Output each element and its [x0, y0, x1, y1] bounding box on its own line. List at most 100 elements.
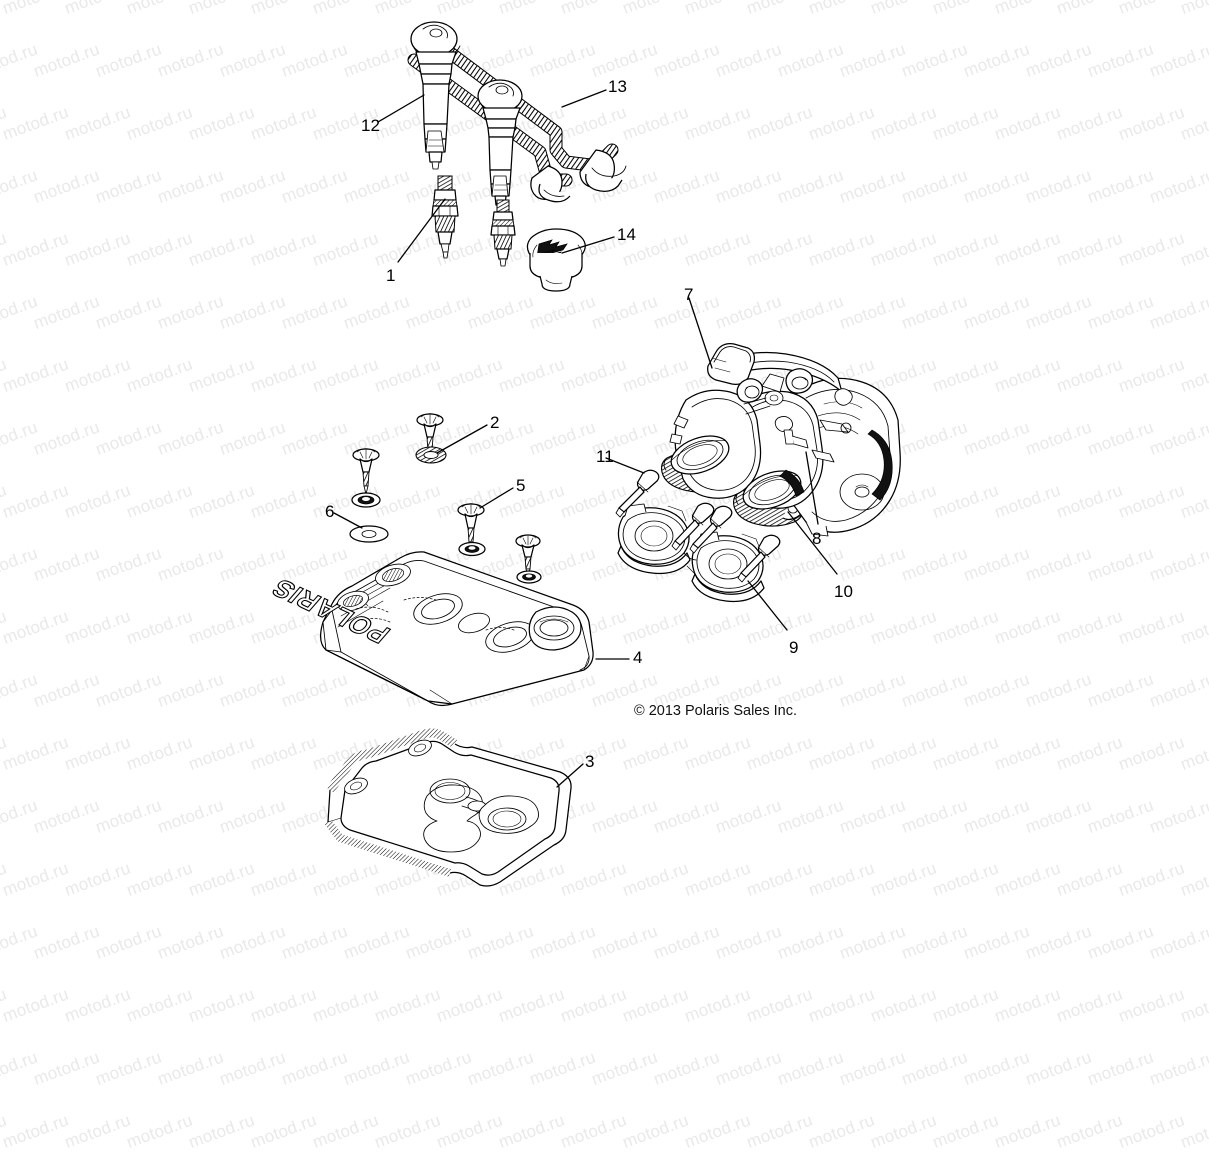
oil-filler-cap	[526, 228, 586, 292]
watermark-text: motod.ru	[1085, 1047, 1157, 1089]
watermark-text: motod.ru	[620, 1110, 692, 1152]
callout-screw-washer-seal: 2	[490, 413, 500, 432]
diagram-artwork: POLARIS	[264, 21, 901, 887]
watermark-text: motod.ru	[651, 921, 723, 963]
watermark-text: motod.ru	[961, 921, 1033, 963]
callout-valve-cover-gasket: 3	[585, 752, 595, 771]
ignition-coil-wire-group	[407, 21, 627, 212]
watermark-text: motod.ru	[1147, 921, 1209, 963]
callout-cover-bolt: 5	[516, 476, 526, 495]
intake-bolt-1	[615, 469, 660, 518]
copyright-notice: © 2013 Polaris Sales Inc.	[634, 703, 798, 719]
watermark-text: motod.ru	[341, 1047, 413, 1089]
watermark-text: motod.ru	[93, 1047, 165, 1089]
leader-line-2	[436, 424, 488, 454]
intake-bolt-2	[671, 502, 715, 551]
watermark-text: motod.ru	[992, 984, 1064, 1026]
watermark-text: motod.ru	[806, 984, 878, 1026]
watermark-text: motod.ru	[62, 984, 134, 1026]
watermark-text: motod.ru	[62, 1110, 134, 1152]
callout-intake-clamp: 10	[834, 582, 853, 601]
watermark-text: motod.ru	[217, 921, 289, 963]
intake-bolt-3	[689, 505, 733, 554]
watermark-text: motod.ru	[1178, 984, 1209, 1026]
watermark-text: motod.ru	[930, 984, 1002, 1026]
watermark-text: motod.ru	[1023, 921, 1095, 963]
callout-spark-plug: 1	[386, 266, 396, 285]
watermark-text: motod.ru	[930, 1110, 1002, 1152]
callout-intake-bolt: 11	[596, 447, 614, 466]
leader-line-14	[561, 236, 615, 254]
watermark-text: motod.ru	[403, 1047, 475, 1089]
watermark-text: motod.ru	[0, 1110, 10, 1152]
injector-right	[785, 368, 814, 394]
leader-line-3	[556, 763, 584, 788]
watermark-text: motod.ru	[1147, 1047, 1209, 1089]
watermark-text: motod.ru	[682, 984, 754, 1026]
callout-throttle-body-assembly: 7	[684, 285, 694, 304]
leader-line-6	[333, 512, 363, 529]
watermark-text: motod.ru	[775, 921, 847, 963]
intake-bolt-4	[737, 534, 781, 583]
watermark-text: motod.ru	[992, 1110, 1064, 1152]
watermark-text: motod.ru	[186, 1110, 258, 1152]
watermark-text: motod.ru	[31, 921, 103, 963]
watermark-text: motod.ru	[372, 984, 444, 1026]
watermark-text: motod.ru	[310, 1110, 382, 1152]
watermark-text: motod.ru	[279, 921, 351, 963]
cover-screw-a	[352, 448, 380, 495]
watermark-text: motod.ru	[806, 1110, 878, 1152]
watermark-text: motod.ru	[1054, 1110, 1126, 1152]
watermark-text: motod.ru	[31, 1047, 103, 1089]
watermark-text: motod.ru	[310, 984, 382, 1026]
watermark-text: motod.ru	[403, 921, 475, 963]
callout-oil-filler-cap: 14	[617, 225, 636, 244]
watermark-text: motod.ru	[744, 1110, 816, 1152]
watermark-text: motod.ru	[186, 984, 258, 1026]
watermark-text: motod.ru	[1054, 984, 1126, 1026]
leader-line-11	[605, 457, 645, 474]
watermark-text: motod.ru	[1178, 1110, 1209, 1152]
watermark-text: motod.ru	[465, 1047, 537, 1089]
ignition-coil-right	[477, 79, 526, 212]
cover-seal-washer-a	[351, 492, 381, 508]
watermark-text: motod.ru	[713, 1047, 785, 1089]
watermark-text: motod.ru	[868, 984, 940, 1026]
watermark-text: motod.ru	[155, 921, 227, 963]
watermark-text: motod.ru	[496, 1110, 568, 1152]
callout-valve-cover: 4	[633, 648, 643, 667]
watermark-text: motod.ru	[434, 1110, 506, 1152]
watermark-text: motod.ru	[124, 984, 196, 1026]
watermark-text: motod.ru	[589, 921, 661, 963]
watermark-text: motod.ru	[775, 1047, 847, 1089]
cover-seal-washer-b	[415, 446, 447, 464]
watermark-text: motod.ru	[93, 921, 165, 963]
watermark-text: motod.ru	[558, 1110, 630, 1152]
callout-flat-washer: 6	[325, 502, 335, 521]
watermark-text: motod.ru	[496, 984, 568, 1026]
watermark-text: motod.ru	[558, 984, 630, 1026]
watermark-text: motod.ru	[837, 921, 909, 963]
watermark-text: motod.ru	[0, 984, 72, 1026]
watermark-text: motod.ru	[0, 1110, 72, 1152]
watermark-text: motod.ru	[899, 1047, 971, 1089]
watermark-text: motod.ru	[868, 1110, 940, 1152]
leader-line-5	[479, 487, 514, 509]
watermark-text: motod.ru	[589, 1047, 661, 1089]
flat-washer	[349, 525, 389, 543]
throttle-body-assembly	[669, 343, 901, 537]
watermark-text: motod.ru	[0, 1047, 41, 1089]
leader-line-9	[747, 580, 788, 631]
callout-spark-plug-wire: 13	[608, 77, 627, 96]
valve-cover-gasket	[324, 728, 572, 887]
watermark-text: motod.ru	[248, 984, 320, 1026]
watermark-text: motod.ru	[341, 921, 413, 963]
watermark-text: motod.ru	[124, 1110, 196, 1152]
watermark-text: motod.ru	[713, 921, 785, 963]
callout-leader-lines	[333, 89, 838, 788]
watermark-text: motod.ru	[527, 1047, 599, 1089]
watermark-text: motod.ru	[837, 1047, 909, 1089]
leader-line-12	[377, 94, 425, 123]
watermark-text: motod.ru	[682, 1110, 754, 1152]
